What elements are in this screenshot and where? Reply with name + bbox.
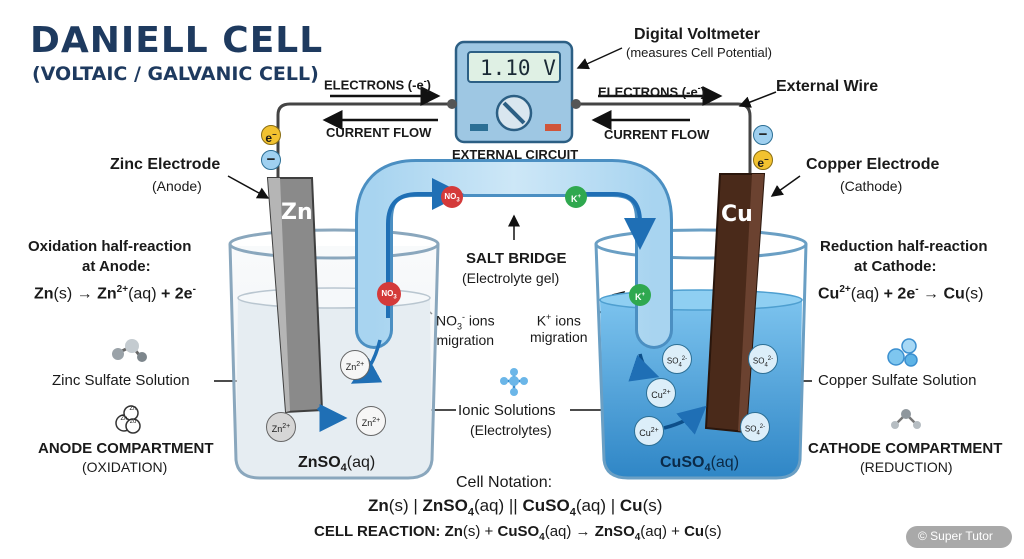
anode-beaker <box>228 228 440 480</box>
anode-half-equation: Zn(s) → Zn2+(aq) + 2e- <box>34 284 196 303</box>
anode-compartment-sub: (OXIDATION) <box>82 459 168 475</box>
voltmeter-subheading: (measures Cell Potential) <box>626 45 772 60</box>
zn-ions-icon <box>115 405 141 434</box>
cathode-compartment-sub: (REDUCTION) <box>860 459 953 475</box>
copper-electrode <box>704 173 766 434</box>
electrons-right-label: ELECTRONS (-e-) <box>598 83 706 100</box>
zinc-sulfate-label: Zinc Sulfate Solution <box>52 372 190 389</box>
cuso4-beaker-label: CuSO4(aq) <box>660 454 740 475</box>
salt-bridge-tube <box>355 159 673 349</box>
znso4-beaker-label: ZnSO4(aq) <box>298 454 376 475</box>
so4-ion-3: SO42- <box>740 412 770 442</box>
so4-ion-2: SO42- <box>748 344 778 374</box>
cell-notation-formula: Zn(s) | ZnSO4(aq) || CuSO4(aq) | Cu(s) <box>368 496 663 519</box>
electron-badge-right: e− <box>753 150 773 170</box>
copper-electrode-symbol: Cu <box>721 202 753 227</box>
anode-half-reaction-sub: at Anode: <box>82 258 151 275</box>
cell-notation-heading: Cell Notation: <box>456 474 553 491</box>
cathode-half-equation: Cu2+(aq) + 2e- → Cu(s) <box>818 284 984 303</box>
copper-electrode-role: (Cathode) <box>840 178 903 194</box>
so4-ion-1: SO42- <box>662 344 692 374</box>
k-ion-bridge-top: K+ <box>565 186 587 208</box>
zn-icon-text: Zn <box>120 416 128 422</box>
cathode-half-reaction-sub: at Cathode: <box>854 258 937 275</box>
cu2-ion-1: Cu2+ <box>646 378 676 408</box>
zinc-electrode-heading: Zinc Electrode <box>110 156 221 173</box>
watermark: © Super Tutor <box>918 529 993 543</box>
voltmeter-icon <box>447 40 581 144</box>
zn-icon-text-3: 2o <box>129 419 137 425</box>
salt-bridge-sub: (Electrolyte gel) <box>462 270 560 286</box>
electrons-left-label: ELECTRONS (-e-) <box>324 76 432 93</box>
page-subtitle: (VOLTAIC / GALVANIC CELL) <box>32 63 319 85</box>
external-circuit-label: EXTERNAL CIRCUIT <box>452 147 579 162</box>
ionic-solutions-molecule-icon <box>500 368 528 396</box>
ionic-solutions-heading: Ionic Solutions <box>458 402 556 419</box>
zinc-sulfate-molecule-icon <box>112 339 147 362</box>
minus-badge-right: − <box>753 125 773 145</box>
electron-badge-left: e− <box>261 125 281 145</box>
zinc-electrode <box>266 177 324 414</box>
voltmeter-reading: 1.10 V <box>480 56 556 80</box>
cathode-compartment-label: CATHODE COMPARTMENT <box>808 440 1003 457</box>
zn2-ion-3: Zn2+ <box>356 406 386 436</box>
zn2-ion-1: Zn2+ <box>340 350 370 380</box>
cell-reaction: CELL REACTION: Zn(s) + CuSO4(aq) → ZnSO4… <box>314 523 722 543</box>
zinc-electrode-symbol: Zn <box>281 200 313 225</box>
anode-half-reaction-title: Oxidation half-reaction <box>28 238 192 255</box>
ionic-solutions-sub: (Electrolytes) <box>470 422 552 438</box>
no3-ion-bridge-left: NO3 <box>377 282 401 306</box>
copper-sulfate-molecule-icon <box>887 338 918 367</box>
salt-bridge-heading: SALT BRIDGE <box>466 250 567 267</box>
current-left-label: CURRENT FLOW <box>326 125 432 140</box>
external-wire-label: External Wire <box>776 78 879 95</box>
no3-ion-bridge-top: NO3 <box>441 186 463 208</box>
cu2-ion-2: Cu2+ <box>634 416 664 446</box>
cathode-half-reaction-title: Reduction half-reaction <box>820 238 988 255</box>
voltmeter-heading: Digital Voltmeter <box>634 26 760 43</box>
copper-sulfate-label: Copper Sulfate Solution <box>818 372 977 389</box>
zn2-ion-2: Zn2+ <box>266 412 296 442</box>
cathode-molecule-icon <box>891 409 921 429</box>
copper-electrode-heading: Copper Electrode <box>806 156 940 173</box>
zn-icon-text-2: Zn <box>129 406 137 412</box>
zinc-electrode-role: (Anode) <box>152 178 202 194</box>
page-title: DANIELL CELL <box>30 20 324 61</box>
left-wire <box>276 102 455 178</box>
anode-compartment-label: ANODE COMPARTMENT <box>38 440 214 457</box>
minus-badge-left: − <box>261 150 281 170</box>
current-right-label: CURRENT FLOW <box>604 127 710 142</box>
k-ion-bridge-right: K+ <box>629 284 651 306</box>
